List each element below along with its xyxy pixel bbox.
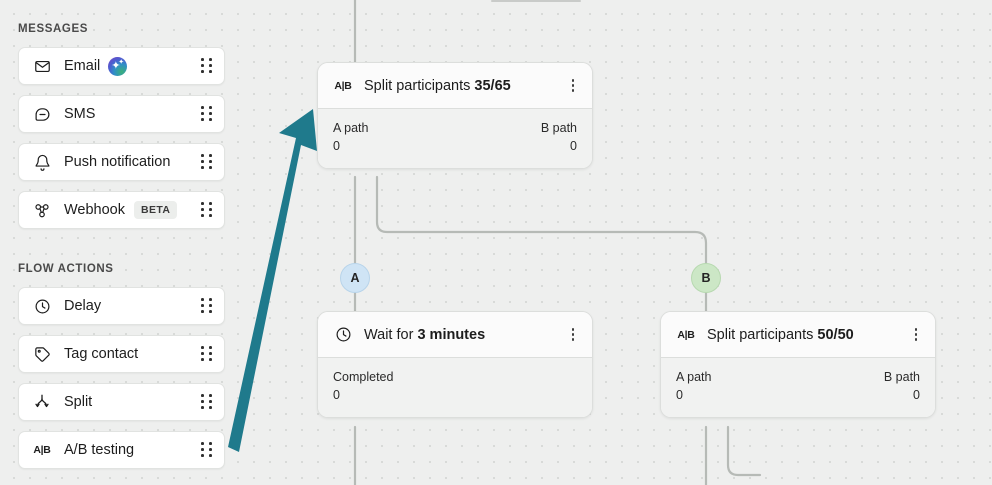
palette-item-delay[interactable]: Delay (18, 287, 225, 325)
path-badge-a[interactable]: A (340, 263, 370, 293)
palette-item-label: Email (64, 58, 101, 74)
path-badge-label: B (701, 271, 711, 285)
stat-label: B path (540, 121, 577, 135)
palette-item-email[interactable]: Email ✦✦ (18, 47, 225, 85)
clock-icon (333, 325, 353, 345)
node-stats: A path 0 B path 0 (661, 358, 935, 417)
node-title: Split participants 35/65 (364, 78, 511, 94)
stat-label: B path (883, 370, 920, 384)
node-header: Wait for 3 minutes (318, 312, 592, 358)
drag-handle-icon[interactable] (200, 202, 214, 218)
flow-node-split-participants-bottom[interactable]: A|B Split participants 50/50 A path 0 B … (660, 311, 936, 418)
node-header: A|B Split participants 35/65 (318, 63, 592, 109)
node-title: Split participants 50/50 (707, 327, 854, 343)
webhook-icon (31, 200, 53, 220)
palette-section-label-flow-actions: FLOW ACTIONS (18, 263, 114, 275)
palette-item-sms[interactable]: SMS (18, 95, 225, 133)
palette-item-label: A/B testing (64, 442, 135, 458)
node-title-prefix: Split participants (707, 326, 818, 343)
beta-badge: BETA (134, 201, 178, 219)
palette-item-label: Tag contact (64, 346, 139, 362)
drag-handle-icon[interactable] (200, 106, 214, 122)
stat-a-path: A path 0 (333, 120, 368, 155)
node-title-value: 35/65 (474, 77, 511, 94)
stat-label: A path (333, 121, 369, 135)
drag-handle-icon[interactable] (200, 298, 214, 314)
ai-sparkle-icon: ✦✦ (108, 56, 128, 76)
envelope-icon (31, 56, 53, 76)
drag-handle-icon[interactable] (200, 346, 214, 362)
palette-item-label: Push notification (64, 154, 171, 170)
node-palette-sidebar: MESSAGES Email ✦✦ SMS (0, 0, 240, 485)
stat-value: 0 (676, 387, 683, 402)
ab-glyph: A|B (33, 444, 51, 456)
chat-bubble-icon (31, 104, 53, 124)
node-title: Wait for 3 minutes (364, 327, 485, 343)
node-stats: Completed 0 (318, 358, 592, 417)
palette-item-push-notification[interactable]: Push notification (18, 143, 225, 181)
stat-b-path: B path 0 (884, 369, 920, 404)
drag-handle-icon[interactable] (200, 394, 214, 410)
bell-icon (31, 152, 53, 172)
node-title-prefix: Split participants (364, 77, 475, 94)
node-title-value: 3 minutes (417, 326, 486, 343)
drag-handle-icon[interactable] (200, 58, 214, 74)
stat-value: 0 (333, 387, 340, 402)
path-badge-label: A (350, 271, 360, 285)
node-header: A|B Split participants 50/50 (661, 312, 935, 358)
palette-item-tag-contact[interactable]: Tag contact (18, 335, 225, 373)
node-menu-icon[interactable] (907, 325, 925, 345)
ab-testing-icon: A|B (676, 325, 696, 345)
clock-icon (31, 296, 53, 316)
palette-item-label: Webhook (64, 202, 125, 218)
node-title-prefix: Wait for (364, 326, 418, 343)
palette-item-ab-testing[interactable]: A|B A/B testing (18, 431, 225, 469)
node-menu-icon[interactable] (564, 76, 582, 96)
split-branch-icon (31, 392, 53, 412)
stat-completed: Completed 0 (333, 369, 393, 404)
tag-icon (31, 344, 53, 364)
stat-label: Completed (333, 370, 394, 384)
palette-item-webhook[interactable]: Webhook BETA (18, 191, 225, 229)
palette-section-label-messages: MESSAGES (18, 23, 88, 35)
drag-handle-icon[interactable] (200, 442, 214, 458)
palette-item-label: SMS (64, 106, 96, 122)
stat-value: 0 (913, 387, 920, 402)
stat-value: 0 (333, 138, 340, 153)
path-badge-b[interactable]: B (691, 263, 721, 293)
ab-glyph: A|B (334, 79, 352, 92)
palette-item-label: Split (64, 394, 93, 410)
ab-glyph: A|B (677, 328, 695, 341)
stat-a-path: A path 0 (676, 369, 711, 404)
palette-item-label: Delay (64, 298, 102, 314)
stat-value: 0 (570, 138, 577, 153)
ab-testing-icon: A|B (333, 76, 353, 96)
stat-b-path: B path 0 (541, 120, 577, 155)
node-stats: A path 0 B path 0 (318, 109, 592, 168)
node-title-value: 50/50 (817, 326, 854, 343)
drag-handle-icon[interactable] (200, 154, 214, 170)
node-menu-icon[interactable] (564, 325, 582, 345)
stat-label: A path (676, 370, 712, 384)
palette-item-split[interactable]: Split (18, 383, 225, 421)
ab-testing-icon: A|B (31, 440, 53, 460)
flow-node-wait[interactable]: Wait for 3 minutes Completed 0 (317, 311, 593, 418)
flow-node-split-participants-top[interactable]: A|B Split participants 35/65 A path 0 B … (317, 62, 593, 169)
